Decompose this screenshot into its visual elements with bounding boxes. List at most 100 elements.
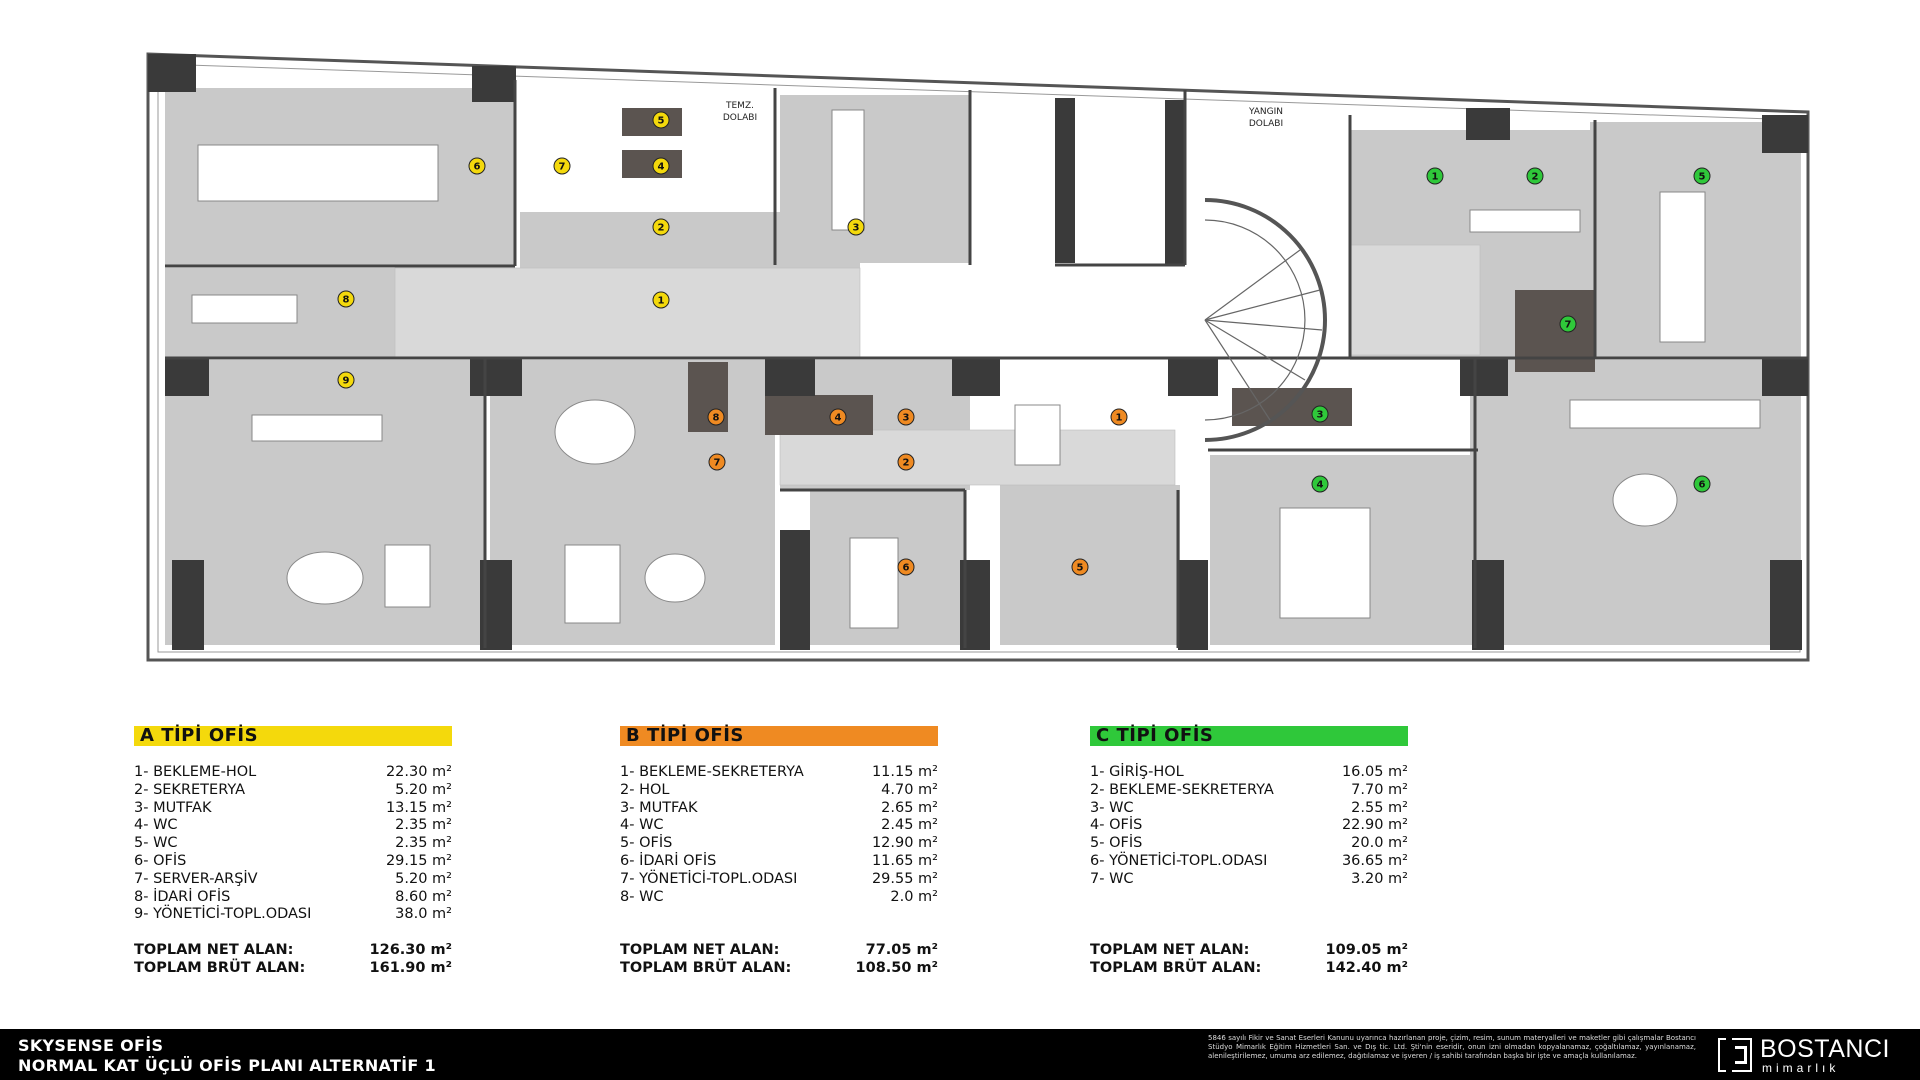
yangin-label-1: YANGIN [1248,107,1283,117]
legend-row: 6- İDARİ OFİS 11.65 m² [620,853,938,871]
room-marker-label-a-8: 8 [343,295,350,306]
total-gross-label: TOPLAM BRÜT ALAN: [134,959,306,976]
room-area: 2.65 m² [881,799,938,816]
room-marker-a-7 [553,157,571,175]
legend-b-totals: TOPLAM NET ALAN:77.05 m² TOPLAM BRÜT ALA… [620,942,938,978]
room-marker-label-b-1: 1 [1116,413,1123,424]
room-marker-label-a-4: 4 [658,162,665,173]
room-name: 4- OFİS [1090,817,1143,834]
room-marker-label-a-9: 9 [343,376,350,387]
room-name: 3- MUTFAK [620,799,698,816]
total-gross-label: TOPLAM BRÜT ALAN: [620,959,792,976]
room-name: 3- WC [1090,799,1134,816]
room-name: 9- YÖNETİCİ-TOPL.ODASI [134,906,312,923]
room-marker-c-4 [1311,475,1329,493]
room-name: 5- OFİS [1090,835,1143,852]
room-name: 3- MUTFAK [134,799,212,816]
round-table-a9 [286,551,364,605]
legend-c-title: C TİPİ OFİS [1090,726,1408,746]
room-area: 2.45 m² [881,817,938,834]
room-marker-a-8 [337,290,355,308]
room-marker-c-7 [1559,315,1577,333]
total-gross-row: TOPLAM BRÜT ALAN: 108.50 m² [620,960,938,978]
room-area: 16.05 m² [1341,764,1408,780]
room-marker-b-7 [708,453,726,471]
total-net-label: TOPLAM NET ALAN: [134,942,294,959]
legend-row-spacer [1090,906,1408,924]
legend-a-title: A TİPİ OFİS [134,726,452,746]
room-area: 20.0 m² [1351,835,1408,852]
room-marker-a-9 [337,371,355,389]
room-marker-label-c-4: 4 [1317,480,1324,491]
room-marker-a-2 [652,218,670,236]
total-gross-value: 142.40 m² [1325,959,1408,976]
room-area: 3.20 m² [1351,870,1408,887]
room-marker-c-3 [1311,405,1329,423]
legend-row: 2- HOL 4.70 m² [620,782,938,800]
room-name: 1- BEKLEME-SEKRETERYA [620,764,804,780]
room-area: 22.30 m² [385,764,452,780]
room-marker-b-8 [707,408,725,426]
room-name: 2- HOL [620,781,670,798]
room-area: 2.0 m² [890,888,938,905]
room-area: 11.65 m² [871,852,938,869]
round-table-a7 [554,399,636,465]
room-area: 7.70 m² [1351,781,1408,798]
room-marker-c-6 [1693,475,1711,493]
legend-row: 3- MUTFAK 13.15 m² [134,800,452,818]
desk-c4 [1279,507,1371,619]
room-marker-label-a-6: 6 [474,162,481,173]
total-net-label: TOPLAM NET ALAN: [1090,942,1250,959]
total-net-value: 126.30 m² [369,942,452,959]
room-area: 13.15 m² [385,799,452,816]
room-name: 5- OFİS [620,835,673,852]
total-net-row: TOPLAM NET ALAN:109.05 m² [1090,942,1408,960]
room-name: 2- SEKRETERYA [134,781,245,798]
room-area: 5.20 m² [395,781,452,798]
room-area: 4.70 m² [881,781,938,798]
room-marker-b-2 [897,453,915,471]
copyright-notice: 5846 sayılı Fikir ve Sanat Eserleri Kanu… [1208,1034,1696,1060]
room-name: 7- SERVER-ARŞİV [134,870,258,887]
room-name: 6- İDARİ OFİS [620,852,717,869]
total-net-row: TOPLAM NET ALAN:77.05 m² [620,942,938,960]
total-net-value: 77.05 m² [865,942,938,959]
total-gross-value: 108.50 m² [855,959,938,976]
room-marker-a-6 [468,157,486,175]
room-marker-label-a-1: 1 [658,296,665,307]
room-marker-b-3 [897,408,915,426]
plan-title: NORMAL KAT ÜÇLÜ OFİS PLANI ALTERNATİF 1 [18,1056,436,1075]
desk-c5 [1659,191,1706,343]
room-marker-label-c-3: 3 [1317,410,1324,421]
room-marker-c-5 [1693,167,1711,185]
room-marker-label-b-6: 6 [903,563,910,574]
yangin-label-2: DOLABI [1249,119,1283,129]
temz-label-2: DOLABI [723,113,757,123]
furniture [191,109,1761,629]
spiral-stair [1204,198,1327,442]
room-marker-c-1 [1426,167,1444,185]
brand-name: BOSTANCI [1760,1035,1890,1063]
brand-subtitle: mimarlık [1762,1061,1840,1075]
desk-a9 [384,544,431,608]
room-name: 6- YÖNETİCİ-TOPL.ODASI [1090,852,1268,869]
room-name: 7- WC [1090,870,1134,887]
legend-b-title: B TİPİ OFİS [620,726,938,746]
legend-row-spacer [620,906,938,924]
legend-row-spacer [1090,889,1408,907]
room-marker-label-c-5: 5 [1699,172,1706,183]
room-marker-label-b-5: 5 [1077,563,1084,574]
room-marker-label-b-8: 8 [713,413,720,424]
desk-a8 [191,294,298,324]
